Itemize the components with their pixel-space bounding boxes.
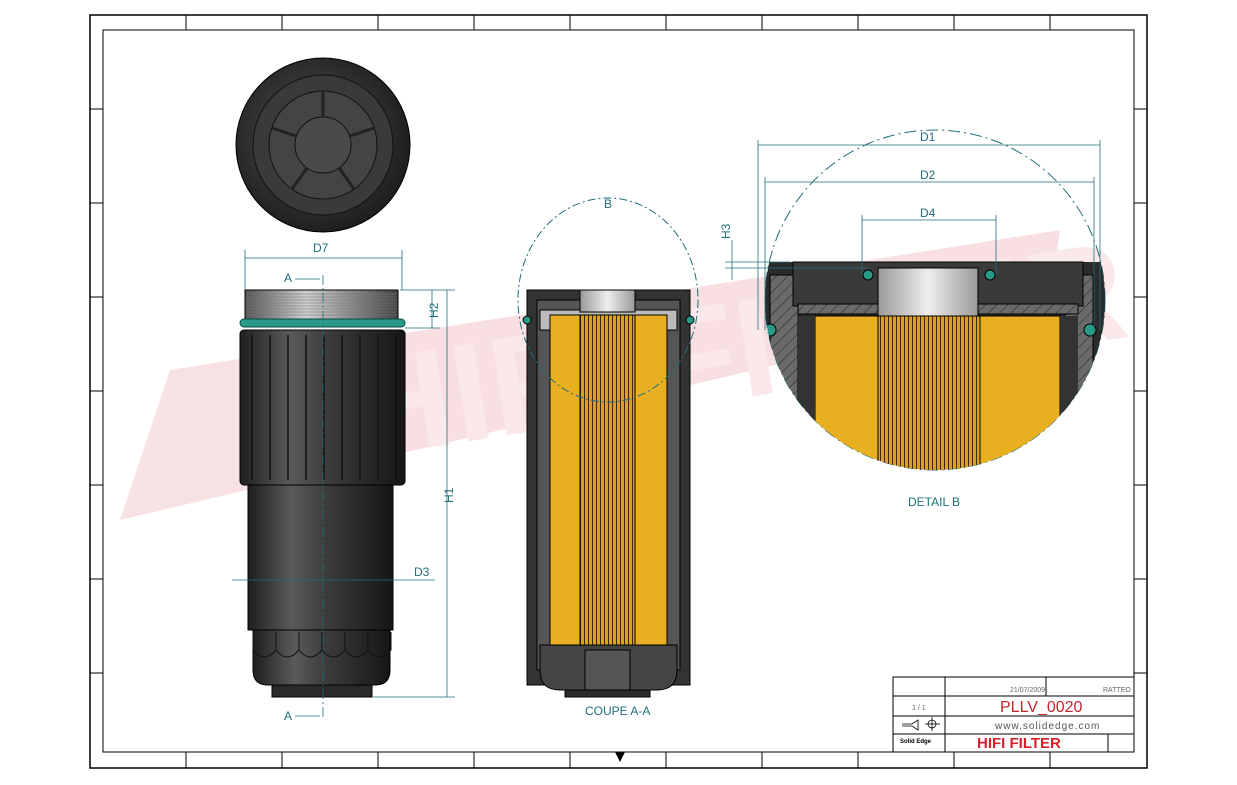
- software-name: Solid Edge: [900, 739, 932, 745]
- center-mark-icon: [615, 752, 625, 762]
- detail-view: [764, 129, 1106, 471]
- part-number: PLLV_0020: [1000, 699, 1083, 716]
- dimension-d1: D1: [920, 130, 936, 144]
- dimension-h3: H3: [719, 223, 733, 239]
- side-dimensions: [232, 250, 455, 717]
- title-block: [892, 676, 1135, 753]
- date-value: 21/07/2009: [1010, 687, 1045, 694]
- grip-scallop: [367, 632, 392, 658]
- section-view: [517, 197, 699, 698]
- dimension-d2: D2: [920, 168, 936, 182]
- dimension-d7: D7: [313, 241, 329, 255]
- sheet-value: 1 / 1: [912, 705, 926, 712]
- detail-dimensions: [725, 140, 1101, 330]
- section-caption: COUPE A-A: [585, 704, 650, 718]
- section-marker-bottom: A: [284, 709, 292, 723]
- dimension-d3: D3: [414, 565, 430, 579]
- company-name: HIFI FILTER: [977, 735, 1061, 752]
- drawn-by-value: RATTEO: [1103, 687, 1131, 694]
- dimension-h2: H2: [427, 302, 441, 318]
- website: www.solidedge.com: [994, 721, 1100, 732]
- side-view: [239, 275, 406, 720]
- dimension-h1: H1: [442, 487, 456, 503]
- detail-marker: B: [604, 197, 612, 211]
- top-view: [235, 57, 411, 233]
- dimension-d4: D4: [920, 206, 936, 220]
- section-marker-top: A: [284, 271, 292, 285]
- detail-caption: DETAIL B: [908, 495, 960, 509]
